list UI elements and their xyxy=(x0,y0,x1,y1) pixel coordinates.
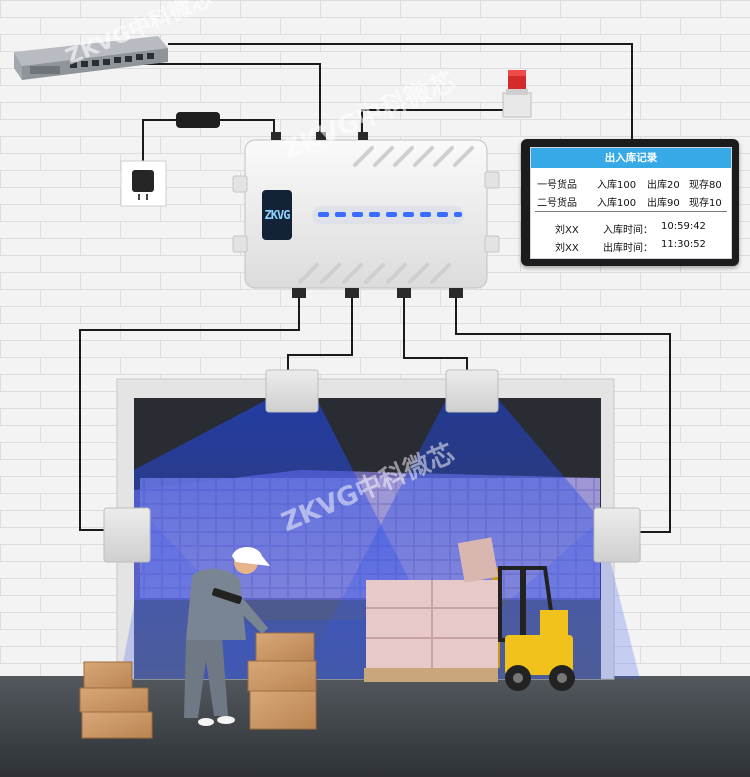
antenna-top-right xyxy=(445,369,499,413)
record-screen: 出入库记录 一号货品 入库100 出库20 现存80 二号货品 入库100 出库… xyxy=(530,147,732,259)
outbound-qty: 出库20 xyxy=(647,180,680,191)
rfid-reader xyxy=(232,132,500,298)
log-time: 10:59:42 xyxy=(661,221,706,232)
item-name: 二号货品 xyxy=(537,198,577,209)
antenna-left xyxy=(103,507,151,563)
log-label: 出库时间： xyxy=(603,243,653,254)
stock-qty: 现存80 xyxy=(689,180,722,191)
inbound-qty: 入库100 xyxy=(597,180,637,191)
antenna-top-left xyxy=(265,369,319,413)
outbound-qty: 出库90 xyxy=(647,198,680,209)
cardboard-boxes-center xyxy=(247,632,317,730)
reader-logo: ZKVG xyxy=(262,190,292,240)
wall-socket xyxy=(120,160,167,207)
antenna-right xyxy=(593,507,641,563)
item-name: 一号货品 xyxy=(537,180,577,191)
cardboard-boxes-left xyxy=(79,661,153,739)
alarm-light xyxy=(502,70,532,118)
cables xyxy=(79,43,671,533)
log-label: 入库时间： xyxy=(603,225,653,236)
stock-qty: 现存10 xyxy=(689,198,722,209)
log-time: 11:30:52 xyxy=(661,239,706,250)
network-switch xyxy=(14,36,168,80)
operator-name: 刘XX xyxy=(555,225,579,236)
operator-name: 刘XX xyxy=(555,243,579,254)
record-title: 出入库记录 xyxy=(531,148,731,168)
power-adapter xyxy=(176,112,220,128)
inbound-qty: 入库100 xyxy=(597,198,637,209)
inventory-record-display: 出入库记录 一号货品 入库100 出库20 现存80 二号货品 入库100 出库… xyxy=(521,139,739,266)
divider xyxy=(535,211,727,212)
forklift xyxy=(364,537,575,691)
warehouse-worker xyxy=(184,547,270,726)
